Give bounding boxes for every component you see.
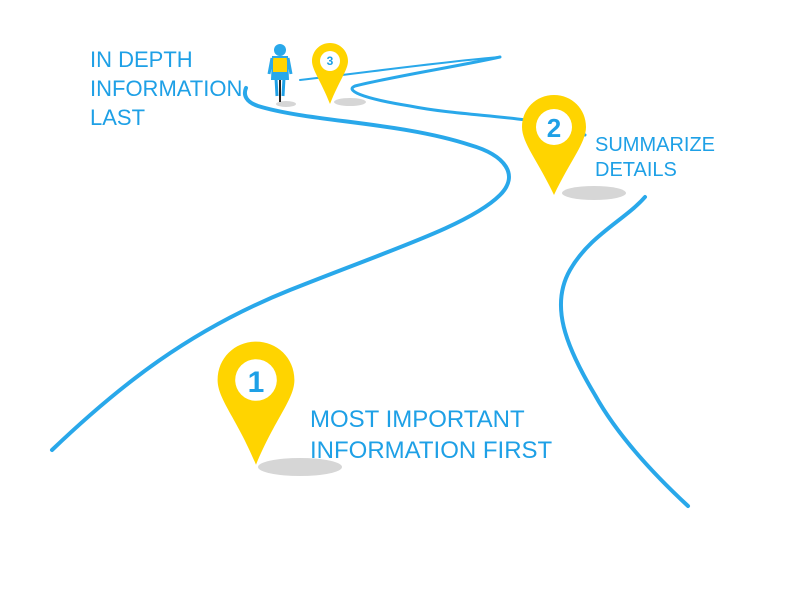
- road-right-edge-upper: [350, 55, 587, 137]
- cyclist-icon: [267, 44, 296, 107]
- step-1-line-2: INFORMATION FIRST: [310, 437, 553, 464]
- step-2-line-1: SUMMARIZE: [595, 134, 715, 156]
- pin-number-3: 3: [327, 54, 334, 68]
- step-3-line-1: IN DEPTH: [90, 47, 193, 72]
- pin-shadow-1: [258, 458, 342, 476]
- pin-3-inner: [320, 51, 340, 71]
- cyclist-legs: [274, 77, 286, 97]
- cyclist-jersey: [273, 58, 287, 72]
- pin-shadow-3: [334, 98, 366, 106]
- map-pin-icon: [217, 341, 295, 465]
- step-2-line-2: DETAILS: [595, 159, 677, 181]
- cyclist-arms: [267, 57, 293, 75]
- pin-2-inner: [536, 109, 572, 145]
- pin-1-inner: [235, 359, 277, 401]
- map-pin-icon: [522, 95, 586, 195]
- map-pin-icon: [312, 43, 348, 104]
- cyclist-helmet: [274, 44, 286, 56]
- pin-number-1: 1: [248, 366, 265, 399]
- pin-number-2: 2: [547, 113, 561, 143]
- step-1-label: MOST IMPORTANT INFORMATION FIRST: [310, 404, 552, 466]
- step-3-label: IN DEPTH INFORMATION LAST: [90, 45, 242, 132]
- road-left-edge: [50, 86, 511, 452]
- step-3-line-2: INFORMATION: [90, 76, 243, 101]
- cyclist-shadow: [276, 101, 296, 107]
- step-2-label: SUMMARIZE DETAILS: [595, 133, 715, 183]
- pin-shadow-2: [562, 186, 626, 200]
- road-right-edge: [558, 195, 690, 508]
- step-3-line-3: LAST: [90, 105, 146, 130]
- step-1-line-1: MOST IMPORTANT: [310, 406, 525, 433]
